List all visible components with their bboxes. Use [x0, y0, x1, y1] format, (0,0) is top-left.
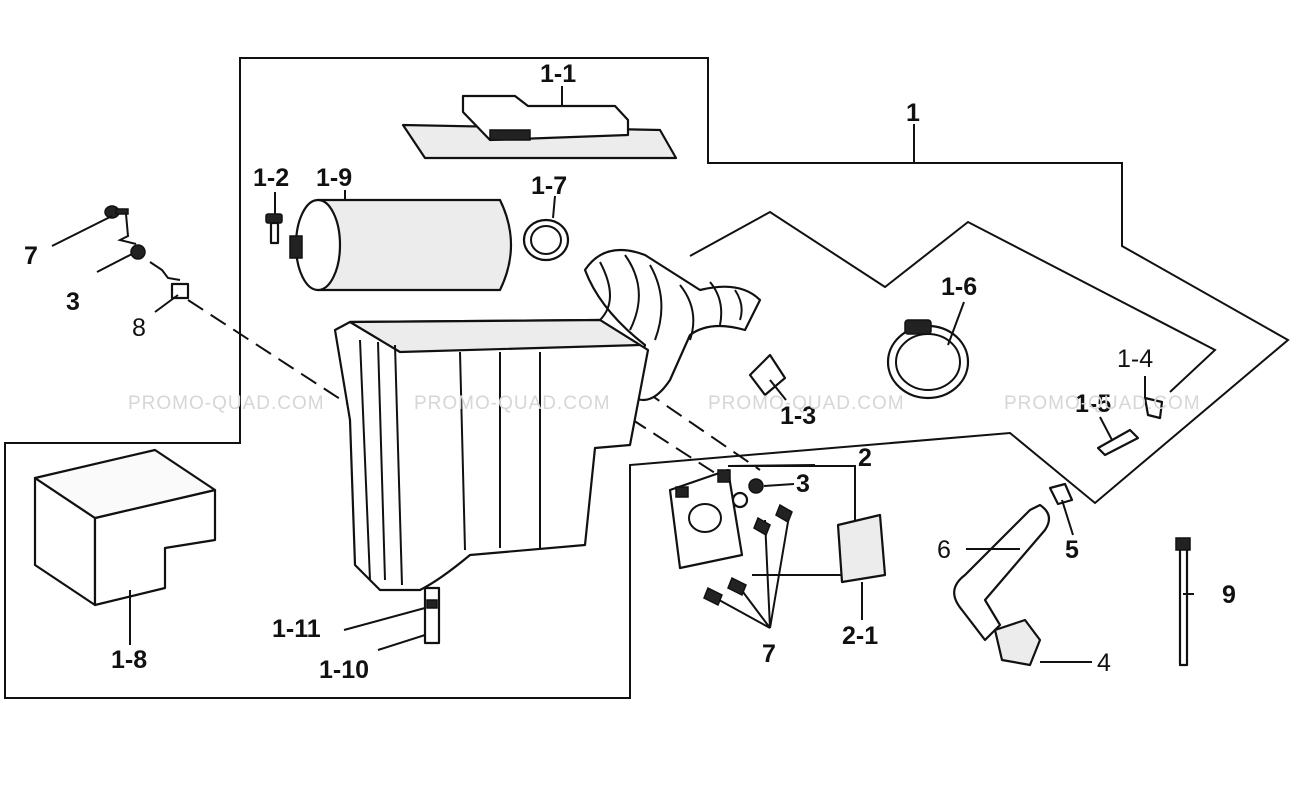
- leader-lines: [51, 86, 1194, 663]
- intake-hose-part: [583, 248, 762, 402]
- callout-1-8: 1-8: [111, 646, 147, 674]
- callout-1-9: 1-9: [316, 164, 352, 192]
- callout-1-5: 1-5: [1075, 390, 1111, 418]
- nut-3-left: [130, 244, 146, 260]
- screw-part-1-2: [265, 213, 283, 245]
- filter-cover-part: [401, 94, 678, 160]
- callout-1-3: 1-3: [780, 402, 816, 430]
- callout-7-left: 7: [24, 242, 38, 270]
- bracket-2-outline: [728, 465, 856, 576]
- hose-clamp-1-6: [886, 319, 970, 400]
- clip-1-3: [748, 353, 787, 397]
- cable-tie-part-9: [1175, 537, 1191, 667]
- callout-2-1: 2-1: [842, 622, 878, 650]
- nut-clip-link: [149, 261, 181, 281]
- callout-4: 4: [1097, 649, 1111, 677]
- callout-1-1: 1-1: [540, 60, 576, 88]
- clip-part-5: [1048, 482, 1074, 506]
- callout-1: 1: [906, 99, 920, 127]
- nut-3-right-a: [748, 478, 764, 494]
- clip-8: [170, 282, 190, 300]
- watermark-1: PROMO-QUAD.COM: [128, 393, 325, 414]
- nut-3-right-b: [731, 491, 749, 509]
- callout-9: 9: [1222, 581, 1236, 609]
- air-box-housing-part: [333, 318, 650, 592]
- callout-3-right: 3: [796, 470, 810, 498]
- hose-part-6: [953, 503, 1051, 642]
- foam-block-part-1-8: [33, 448, 217, 607]
- callout-1-6: 1-6: [941, 273, 977, 301]
- drain-tube-part: [423, 586, 441, 645]
- clip-1-4: [1143, 396, 1164, 420]
- bracket-7-lines: [709, 509, 791, 629]
- watermark-3: PROMO-QUAD.COM: [708, 393, 905, 414]
- callout-1-7: 1-7: [531, 172, 567, 200]
- callout-7-right: 7: [762, 640, 776, 668]
- callout-1-4: 1-4: [1117, 345, 1153, 373]
- assembly-outline: [4, 57, 1290, 699]
- bolts-7-right: [703, 503, 793, 607]
- subgroup-outline: [689, 210, 1217, 393]
- bolt-nut-link: [117, 213, 137, 245]
- pad-part-2-1: [836, 513, 887, 584]
- bracket-part-2: [668, 468, 744, 570]
- callout-1-11: 1-11: [272, 615, 321, 643]
- bolt-7-left: [104, 205, 129, 219]
- clip-1-5: [1096, 428, 1140, 457]
- callout-1-10: 1-10: [319, 656, 369, 684]
- callout-5: 5: [1065, 536, 1079, 564]
- clamp-part-4: [993, 618, 1042, 667]
- callout-8: 8: [132, 314, 146, 342]
- callout-3-left: 3: [66, 288, 80, 316]
- callout-1-2: 1-2: [253, 164, 289, 192]
- callout-2: 2: [858, 444, 872, 472]
- watermark-4: PROMO-QUAD.COM: [1004, 393, 1201, 414]
- watermark-2: PROMO-QUAD.COM: [414, 393, 611, 414]
- air-filter-element-part: [289, 198, 513, 292]
- callout-6: 6: [937, 536, 951, 564]
